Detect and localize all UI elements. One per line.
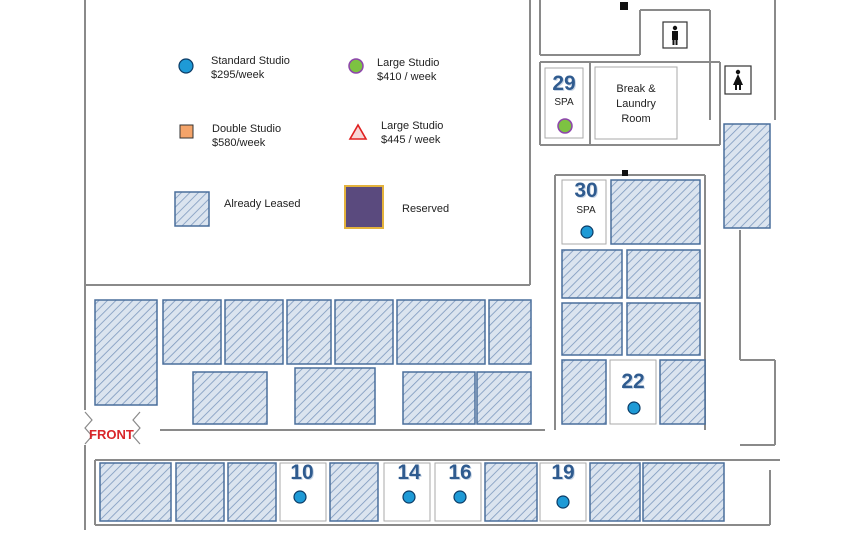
unit-16-number: 16 bbox=[448, 461, 472, 484]
unit-29-spa-label: SPA bbox=[554, 97, 574, 108]
unit-markers bbox=[293, 118, 641, 509]
legend-double-studio: Double Studio $580/week bbox=[212, 122, 281, 150]
leased-unit bbox=[488, 299, 532, 365]
leased-unit bbox=[286, 299, 332, 365]
leased-unit bbox=[224, 299, 284, 365]
leased-unit bbox=[642, 462, 725, 522]
legend bbox=[174, 58, 384, 229]
leased-unit bbox=[626, 249, 701, 299]
unit-30-marker bbox=[580, 225, 594, 239]
legend-large-triangle-price: $445 / week bbox=[381, 134, 441, 146]
leased-unit bbox=[94, 299, 158, 406]
legend-reserved: Reserved bbox=[402, 203, 450, 215]
legend-standard-price: $295/week bbox=[211, 69, 265, 81]
break-laundry-room-label: Break & Laundry Room bbox=[616, 83, 656, 125]
leased-unit bbox=[396, 299, 486, 365]
leased-unit bbox=[334, 299, 394, 365]
leased-unit bbox=[626, 302, 701, 356]
unit-30-number: 30 bbox=[574, 179, 598, 202]
legend-standard-name: Standard Studio bbox=[211, 55, 290, 67]
double-studio-icon bbox=[179, 124, 194, 139]
leased-unit bbox=[227, 462, 277, 522]
unit-22-number: 22 bbox=[621, 370, 645, 393]
leased-unit bbox=[294, 367, 376, 425]
legend-large-studio-circle: Large Studio $410 / week bbox=[377, 56, 439, 84]
leased-unit bbox=[329, 462, 379, 522]
front-door bbox=[84, 411, 141, 445]
leased-unit bbox=[561, 359, 607, 425]
leased-unit bbox=[476, 371, 532, 425]
unit-29-number: 29 bbox=[552, 72, 576, 95]
legend-large-circle-price: $410 / week bbox=[377, 71, 437, 83]
leased-unit bbox=[561, 249, 623, 299]
leased-unit bbox=[162, 299, 222, 365]
leased-unit bbox=[192, 371, 268, 425]
legend-large-circle-name: Large Studio bbox=[377, 57, 440, 69]
leased-unit bbox=[402, 371, 476, 425]
leased-unit bbox=[484, 462, 538, 522]
unit-22-marker bbox=[627, 401, 641, 415]
leased-unit bbox=[589, 462, 641, 522]
unit-10-number: 10 bbox=[290, 461, 314, 484]
front-entrance-label: FRONT bbox=[89, 427, 134, 442]
leased-unit bbox=[610, 179, 701, 245]
leased-unit bbox=[723, 123, 771, 229]
large-studio-triangle-icon bbox=[348, 123, 368, 140]
reserved-icon bbox=[344, 185, 384, 229]
amenities bbox=[544, 2, 752, 176]
unit-14-number: 14 bbox=[397, 461, 421, 484]
leased-unit bbox=[175, 462, 225, 522]
large-studio-circle-icon bbox=[348, 58, 364, 74]
leased-unit bbox=[659, 359, 706, 425]
unit-29-marker bbox=[557, 118, 573, 134]
legend-double-name: Double Studio bbox=[212, 123, 282, 135]
legend-already-leased: Already Leased bbox=[224, 198, 301, 210]
unit-10-marker bbox=[293, 490, 307, 504]
walls bbox=[84, 0, 780, 530]
unit-19-number: 19 bbox=[551, 461, 575, 484]
unit-19-marker bbox=[556, 495, 570, 509]
unit-30-spa-label: SPA bbox=[576, 205, 596, 216]
unit-14-marker bbox=[402, 490, 416, 504]
available-units bbox=[279, 179, 657, 522]
already-leased-icon bbox=[174, 191, 210, 227]
legend-large-triangle-name: Large Studio bbox=[381, 120, 444, 132]
legend-large-studio-triangle: Large Studio $445 / week bbox=[381, 119, 443, 147]
leased-units bbox=[94, 123, 771, 522]
leased-unit bbox=[561, 302, 623, 356]
legend-double-price: $580/week bbox=[212, 137, 266, 149]
standard-studio-icon bbox=[178, 58, 194, 74]
leased-unit bbox=[99, 462, 172, 522]
unit-16-marker bbox=[453, 490, 467, 504]
legend-standard-studio: Standard Studio $295/week bbox=[211, 54, 290, 82]
